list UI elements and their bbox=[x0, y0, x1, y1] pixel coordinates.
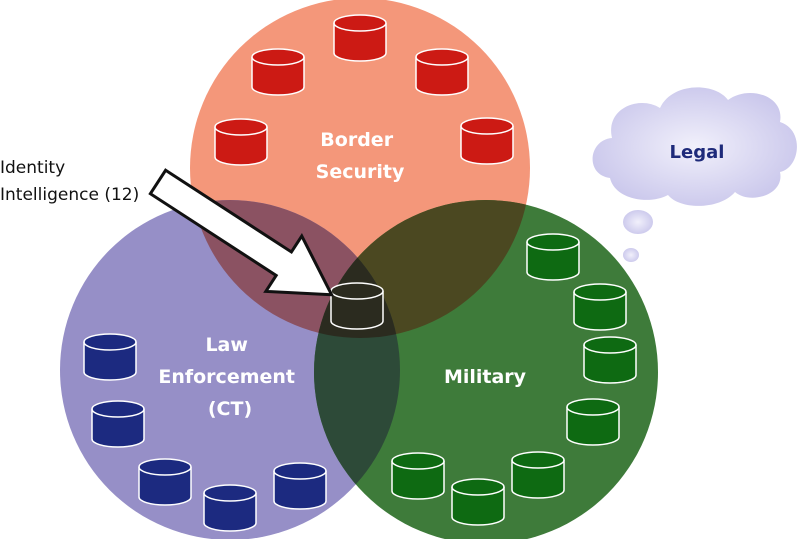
database-cylinder-icon bbox=[511, 451, 565, 499]
database-cylinder-icon bbox=[273, 462, 327, 510]
database-cylinder-icon bbox=[573, 283, 627, 331]
database-cylinder-icon bbox=[251, 48, 305, 96]
database-cylinder-icon bbox=[391, 452, 445, 500]
border-security-label: Border Security bbox=[316, 129, 405, 183]
law-enforcement-label: Law Enforcement (CT) bbox=[158, 334, 301, 420]
database-cylinder-icon bbox=[460, 117, 514, 165]
database-cylinder-icon bbox=[566, 398, 620, 446]
database-cylinder-icon bbox=[138, 458, 192, 506]
database-cylinder-icon bbox=[451, 478, 505, 526]
database-cylinder-icon bbox=[333, 14, 387, 62]
identity-intelligence-callout: Identity Intelligence (12) bbox=[0, 158, 139, 205]
callout-arrow bbox=[148, 168, 335, 297]
military-label: Military bbox=[444, 366, 527, 388]
legal-label: Legal bbox=[670, 142, 725, 163]
database-cylinder-icon bbox=[91, 400, 145, 448]
database-cylinder-icon bbox=[203, 484, 257, 532]
overlap-border-military bbox=[314, 200, 530, 338]
database-cylinder-icon bbox=[415, 48, 469, 96]
thought-bubble-small bbox=[623, 248, 639, 262]
database-cylinder-icon bbox=[526, 233, 580, 281]
thought-cloud: Legal bbox=[592, 87, 797, 262]
identity-intelligence-database-icon bbox=[330, 282, 384, 330]
database-cylinder-icon bbox=[583, 336, 637, 384]
thought-bubble-large bbox=[623, 210, 653, 234]
database-cylinder-icon bbox=[83, 333, 137, 381]
database-cylinder-icon bbox=[214, 118, 268, 166]
